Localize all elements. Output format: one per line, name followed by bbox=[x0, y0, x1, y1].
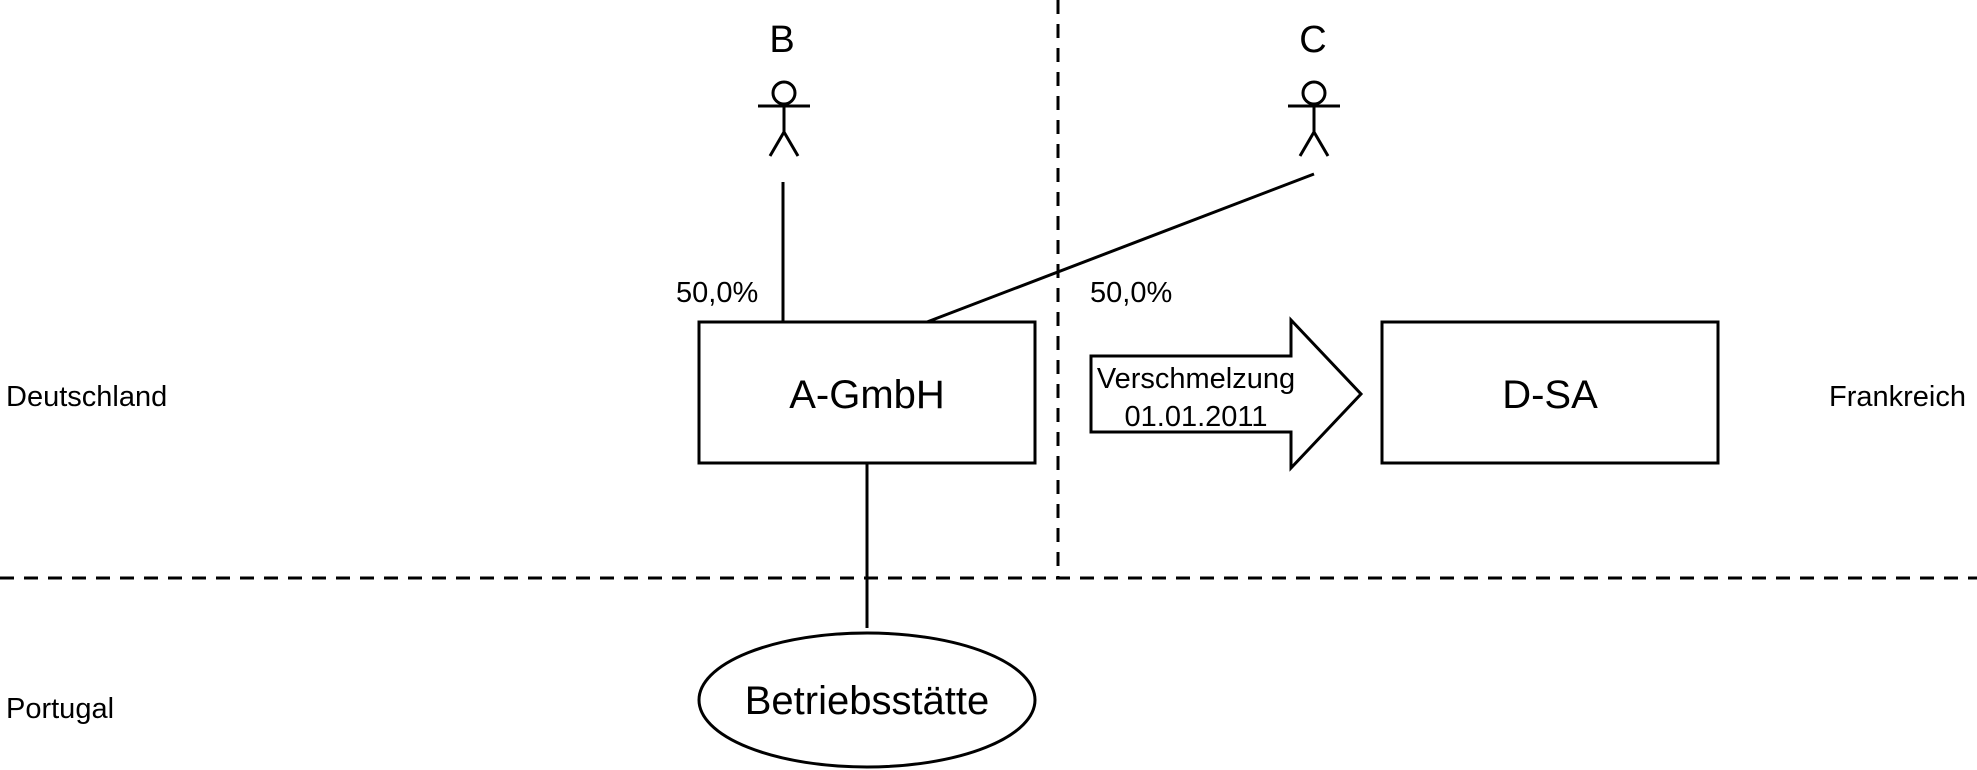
share-label-c: 50,0% bbox=[1090, 277, 1172, 309]
merger-label-line1: Verschmelzung bbox=[1097, 363, 1295, 395]
entity-a-gmbh-box bbox=[697, 320, 1037, 465]
merger-arrow bbox=[1089, 316, 1364, 472]
entity-d-sa-label: D-SA bbox=[1502, 373, 1598, 417]
permanent-establishment-label: Betriebsstätte bbox=[745, 679, 990, 723]
merger-label-line2: 01.01.2011 bbox=[1125, 401, 1268, 433]
entity-d-sa-box bbox=[1380, 320, 1720, 465]
region-label-portugal: Portugal bbox=[6, 693, 114, 725]
region-label-deutschland: Deutschland bbox=[6, 381, 167, 413]
person-c-icon bbox=[1288, 80, 1340, 157]
person-c-label: C bbox=[1299, 19, 1326, 61]
person-b-label: B bbox=[769, 19, 794, 61]
permanent-establishment-ellipse bbox=[697, 631, 1037, 769]
ownership-line-c bbox=[926, 172, 1315, 324]
region-label-frankreich: Frankreich bbox=[1829, 381, 1966, 413]
share-label-b: 50,0% bbox=[676, 277, 758, 309]
entity-a-gmbh-label: A-GmbH bbox=[789, 373, 945, 417]
person-b-icon bbox=[758, 80, 810, 157]
